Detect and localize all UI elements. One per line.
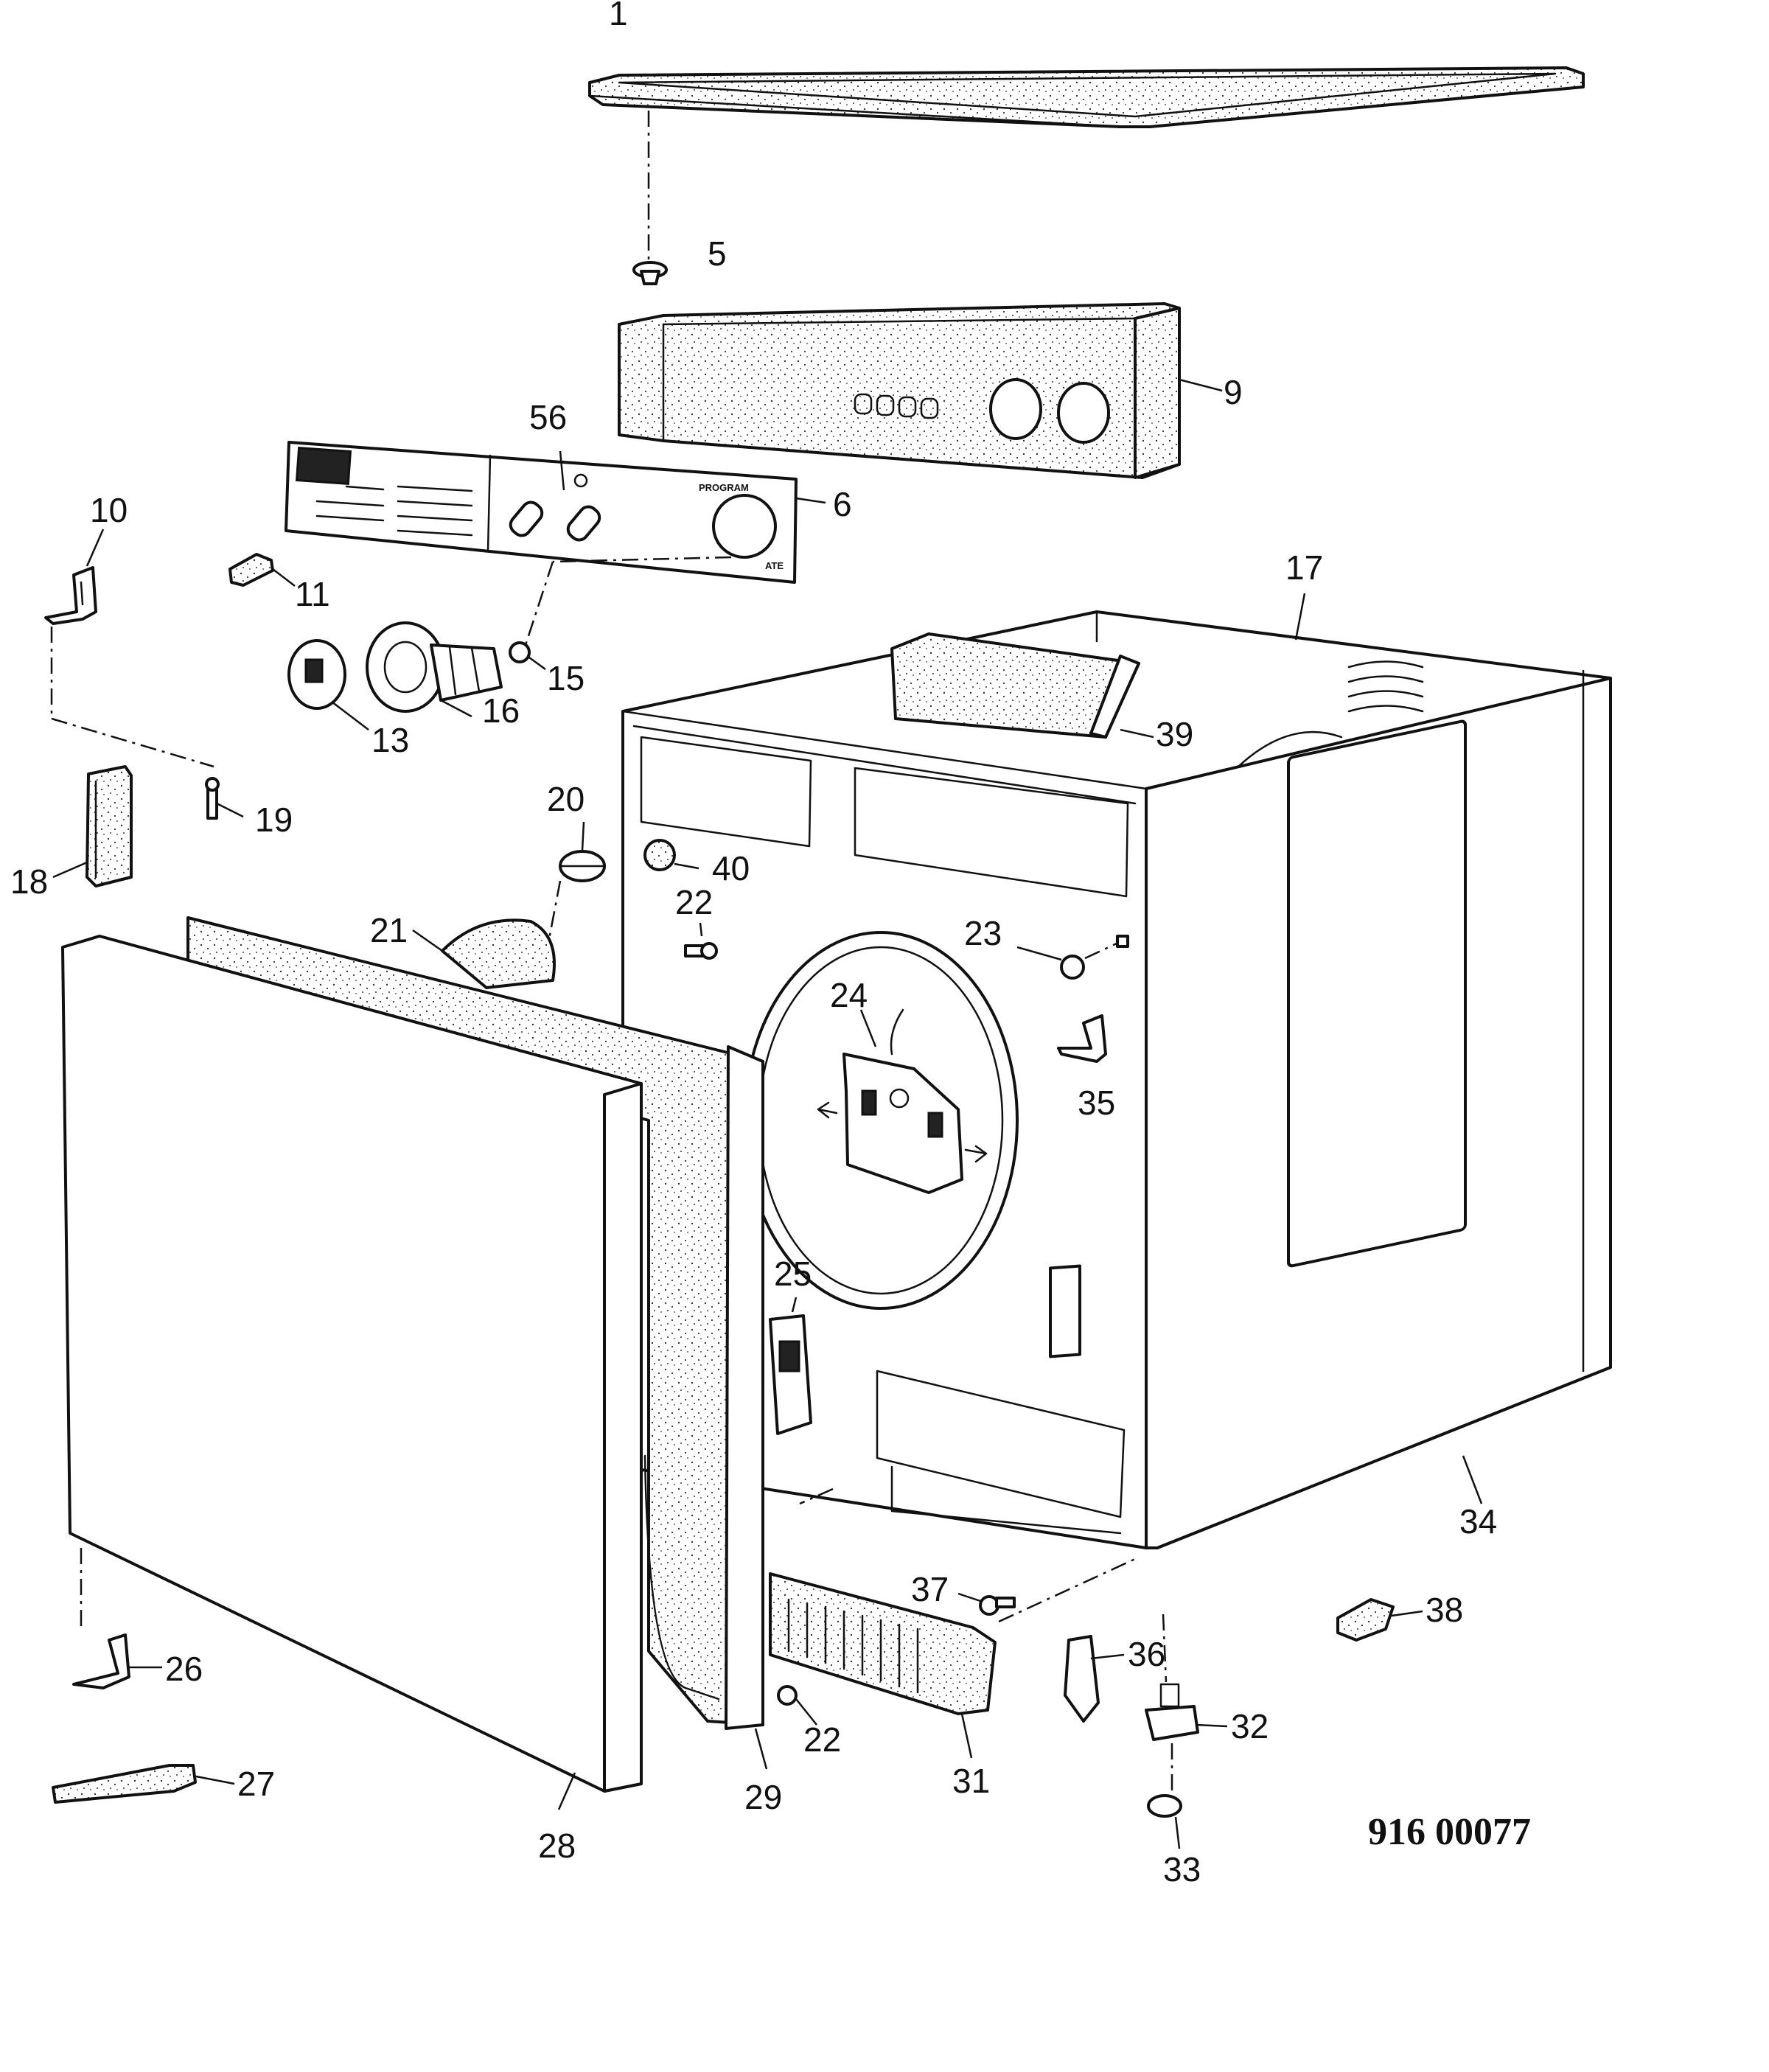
callout-23: 23: [964, 914, 1002, 952]
callout-26: 26: [165, 1650, 203, 1688]
callout-19: 19: [255, 800, 293, 839]
part-10-hinge: [44, 529, 105, 625]
part-31-plinth: [769, 1572, 997, 1759]
callout-27: 27: [237, 1765, 275, 1803]
callout-29: 29: [744, 1778, 782, 1816]
callout-16: 16: [482, 691, 520, 730]
part-38-connector: [1336, 1598, 1423, 1642]
part-15-nut: [509, 641, 546, 671]
part-33-foot-pad: [1147, 1794, 1182, 1849]
part-18-door-handle: [52, 765, 133, 887]
program-label: PROGRAM: [699, 482, 749, 493]
part-11-small-knob: [228, 553, 296, 587]
part-26-lower-hinge: [72, 1633, 162, 1689]
callout-33: 33: [1163, 1850, 1201, 1888]
callout-21: 21: [370, 911, 408, 949]
callout-20: 20: [547, 780, 585, 818]
callout-22-upper: 22: [675, 883, 713, 921]
part-37-screw: [957, 1592, 1016, 1616]
part-21-duct: [412, 918, 556, 989]
callout-24: 24: [830, 976, 868, 1014]
cabinet-top-openings: [640, 736, 1129, 898]
assembly-line: [51, 717, 214, 768]
callout-35: 35: [1078, 1084, 1115, 1122]
assembly-line: [998, 1558, 1136, 1623]
ate-label: ATE: [765, 560, 784, 571]
callout-22-lower: 22: [803, 1720, 841, 1759]
callout-37: 37: [911, 1570, 949, 1608]
callout-labels: 1 5 9 56 6 10 11 13 16 15 17 39 18 19 20…: [10, 0, 1497, 1888]
callout-11: 11: [295, 575, 330, 613]
callout-56: 56: [529, 398, 567, 436]
callout-36: 36: [1128, 1635, 1165, 1673]
cabinet-lower-opening: [876, 1264, 1126, 1535]
plinth-vents: [787, 1598, 919, 1694]
part-5-clip: [632, 261, 668, 285]
program-legend-lines: [315, 485, 473, 537]
callout-38: 38: [1426, 1591, 1463, 1629]
callout-31: 31: [952, 1762, 990, 1800]
part-22-screw-lower: [777, 1685, 817, 1726]
part-23-stop: [1016, 935, 1129, 980]
part-19-bolt: [205, 777, 244, 820]
callout-39: 39: [1156, 715, 1193, 753]
fascia-display-windows: [854, 393, 939, 419]
callout-32: 32: [1231, 1707, 1269, 1745]
part-34-leader: [1462, 1455, 1483, 1504]
callout-17: 17: [1285, 548, 1323, 587]
callout-10: 10: [90, 491, 128, 529]
assembly-line: [523, 561, 554, 648]
callout-34: 34: [1459, 1502, 1497, 1541]
callout-6: 6: [833, 485, 852, 523]
part-17-cabinet-frame: [621, 593, 1612, 1549]
part-22-screw-upper: [684, 922, 718, 960]
part-24-door-lock: [817, 1008, 988, 1194]
part-36-foot-bracket: [1064, 1635, 1125, 1723]
part-32-adjustable-foot: [1145, 1683, 1228, 1741]
part-27-cable: [52, 1764, 235, 1804]
diagram-reference-number: 916 00077: [1368, 1811, 1531, 1853]
callout-9: 9: [1224, 373, 1243, 411]
callout-5: 5: [708, 234, 727, 273]
callout-18: 18: [10, 862, 48, 901]
part-20-thermostat: [559, 821, 606, 882]
callout-15: 15: [547, 659, 585, 697]
callout-25: 25: [774, 1255, 812, 1293]
callout-1: 1: [609, 0, 628, 32]
part-39-filter: [890, 632, 1154, 739]
callout-28: 28: [538, 1827, 576, 1865]
callout-40: 40: [712, 849, 750, 887]
part-13-knob: [287, 639, 369, 730]
heating-element: [1237, 660, 1424, 768]
assembly-line: [1162, 1614, 1168, 1683]
part-25-door-switch: [769, 1297, 812, 1435]
callout-13: 13: [371, 721, 409, 759]
part-16-selector: [366, 621, 503, 718]
part-6-program-panel: PROGRAM ATE: [285, 441, 826, 584]
part-28-outer-door-panel: [61, 935, 643, 1810]
assembly-line: [799, 1487, 834, 1505]
part-35-hinge-bracket: [1057, 1014, 1107, 1063]
assembly-line: [552, 556, 732, 563]
part-9-control-fascia: [618, 302, 1223, 479]
part-40-indicator: [643, 839, 699, 871]
part-1-top-lid: [588, 66, 1585, 128]
